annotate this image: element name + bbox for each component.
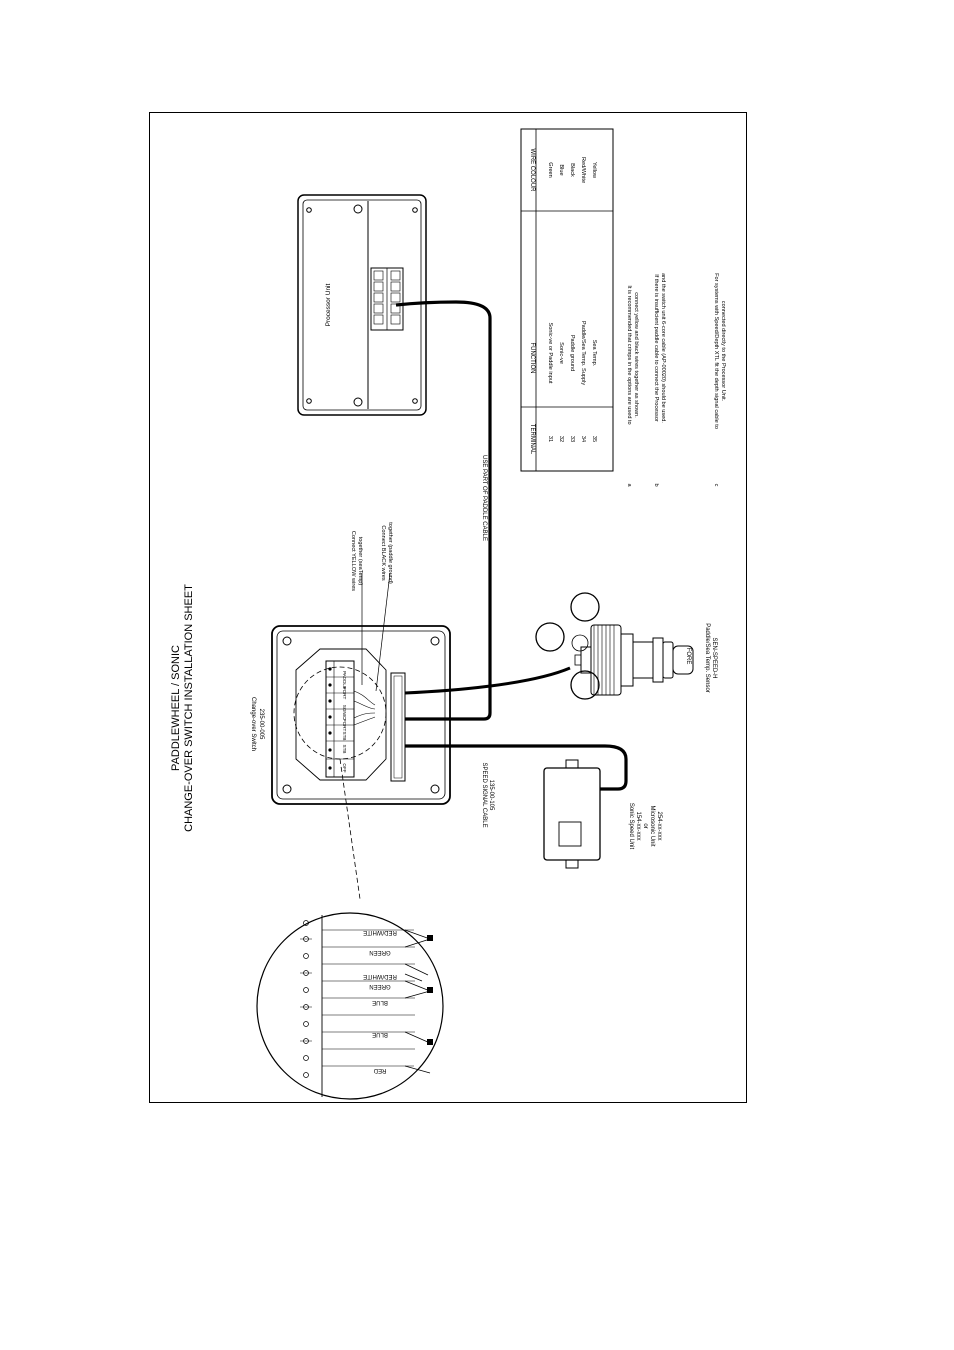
title-line-1: PADDLEWHEEL / SONIC [170,645,182,771]
note-mark: a [626,483,632,487]
switch-terminal-label: OFF [342,763,347,772]
installation-sheet: PADDLEWHEEL / SONIC CHANGE-OVER SWITCH I… [149,112,747,1103]
terminal-table: TERMINAL FUNCTION WIRE COLOUR 31 Sonic-v… [520,128,614,472]
switch-terminal-label: SONIC [342,705,347,720]
table-cell: Yellow [591,162,597,179]
switch-terminal-label: PORT [342,687,347,700]
svg-text:Connect YELLOW wires: Connect YELLOW wires [350,531,356,591]
detail-wire-label: RED/WHITE [363,929,397,935]
table-cell: Red/White [580,157,586,183]
speed-signal-cable-part: 135-00-105 [488,780,494,811]
table-cell: 34 [580,436,586,442]
title-line-2: CHANGE-OVER SWITCH INSTALLATION SHEET [183,584,195,832]
detail-wire-label: GREEN [369,949,390,955]
detail-wire-label: RED/WHITE [363,973,397,979]
change-over-switch: PADDLE PORT SONIC PORT STB STB OFF Chang… [250,625,451,805]
switch-terminal-label: STB [342,745,347,754]
table-cell: 32 [558,436,564,442]
table-cell: Paddle ground [569,335,575,371]
sonic-unit-line: 254-xx-xxx [656,811,662,840]
table-header: TERMINAL [529,424,535,455]
sensor-fore-tag: FORE [685,648,691,665]
note-text: and the switch unit 6-core cable (AP-000… [660,273,666,423]
note-text: It is recommended that crimps in the opt… [626,285,632,424]
note-text: For systems with Speed/Depth XTL fit the… [713,273,719,429]
speed-signal-cable-label: SPEED SIGNAL CABLE [481,762,487,827]
notes: a It is recommended that crimps in the o… [626,273,726,487]
processor-label: Processor Unit [325,283,332,326]
detail-wire-label: BLUE [372,1031,388,1037]
note-mark: c [713,484,719,487]
switch-part-number: 235-00-005 [258,709,264,740]
switch-label: Change-over Switch [250,697,256,751]
yellow-wire-callout: Connect YELLOW wires together (seaTemp) [350,531,363,591]
svg-text:together (paddle ground): together (paddle ground) [387,522,393,584]
black-wire-callout: Connect BLACK wires together (paddle gro… [380,522,393,584]
table-cell: Paddle/Sea Temp. Supply [580,321,586,385]
sonic-unit-line: Microsonic Unit [649,805,655,846]
table-cell: Black [569,163,575,177]
table-cell: Blue [558,164,564,175]
switch-terminal-label: STB [342,732,347,741]
note-text: connected directly to the Processor Unit… [720,301,726,402]
sonic-unit-line: Sonic Speed Unit [628,803,634,850]
table-header: WIRE COLOUR [529,148,535,192]
terminal-detail-view: RED/WHITE GREEN RED/WHITE GREEN BLUE BLU… [256,912,444,1100]
switch-terminal-label: PADDLE [342,671,347,689]
table-cell: Sonic-ve [558,342,564,364]
table-cell: Sonic-ve or Paddle input [547,323,553,384]
table-cell: 35 [591,436,597,442]
switch-terminal-labels: PADDLE PORT SONIC PORT STB STB OFF [342,671,347,773]
paddle-cable-label: USE PART OF PADDLE CABLE [481,455,487,541]
sonic-unit-line: 154-xx-xxx [635,811,641,840]
cables [395,300,628,791]
table-cell: 33 [569,436,575,442]
sonic-speed-unit: Sonic Speed Unit 154-xx-xxx or Microsoni… [543,759,662,869]
sensor-part-number: SEN-SPEED-H [711,637,717,678]
table-header: FUNCTION [529,343,535,374]
table-cell: Green [547,162,553,178]
svg-text:together (seaTemp): together (seaTemp) [357,537,363,586]
sensor-label: Paddle/Sea Temp. Sensor [704,623,710,693]
sonic-unit-line: or [642,823,648,828]
detail-wire-label: RED [373,1067,386,1073]
table-cell: Sea Temp. [591,340,597,367]
note-text: connect yellow and black wires together … [633,292,639,418]
svg-text:Connect BLACK wires: Connect BLACK wires [380,525,386,581]
processor-unit: Processor Unit [297,194,427,416]
detail-wire-label: BLUE [372,999,388,1005]
table-cell: 31 [547,436,553,442]
wiring-diagram: PADDLEWHEEL / SONIC CHANGE-OVER SWITCH I… [170,128,726,1100]
note-mark: b [653,483,659,486]
note-text: If there is insufficient paddle cable to… [653,274,659,422]
switch-terminal-label: PORT [342,719,347,732]
paddle-sensor: FORE Paddle/Sea Temp. Sensor SEN-SPEED-H [535,592,717,700]
detail-wire-label: GREEN [369,983,390,989]
